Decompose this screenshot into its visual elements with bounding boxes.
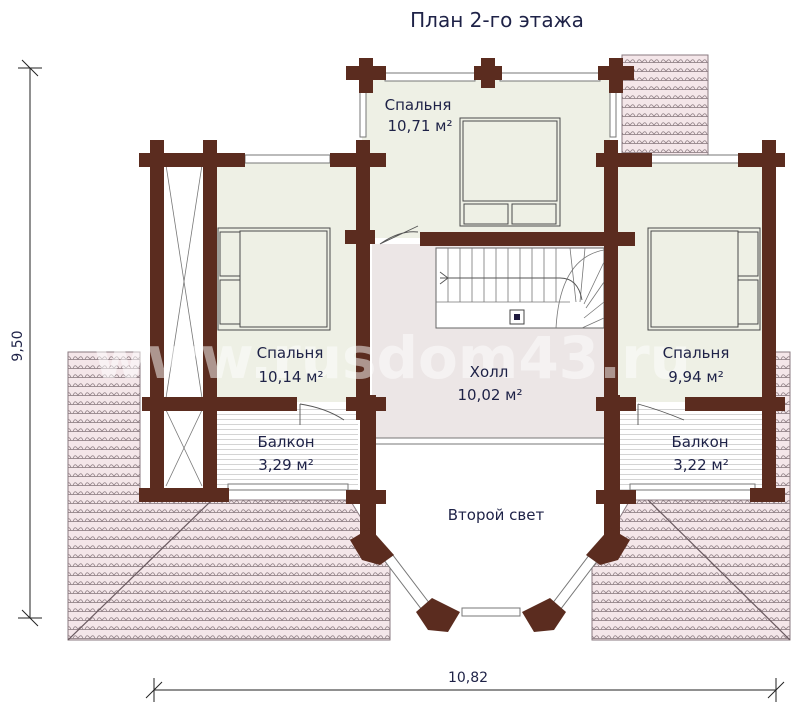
bed-top <box>459 117 561 227</box>
doors <box>299 225 685 425</box>
bed-right <box>647 227 761 331</box>
bed-left <box>217 227 331 331</box>
balcony-right-name: Балкон <box>671 433 728 451</box>
dimension-height <box>18 59 42 627</box>
staircase <box>435 247 605 329</box>
bedroom-left-name: Спальня <box>257 344 324 362</box>
balcony-left-area: 3,29 м² <box>258 456 314 474</box>
plan-title: План 2-го этажа <box>410 8 584 32</box>
hall-area: 10,02 м² <box>457 386 522 404</box>
windows <box>227 72 756 617</box>
left-corridor-floor <box>162 160 206 490</box>
balcony-right-floor <box>618 408 763 490</box>
bedroom-left-area: 10,14 м² <box>258 368 323 386</box>
bedroom-top-area: 10,71 м² <box>387 117 452 135</box>
chimney-roof <box>621 54 709 156</box>
left-void-cross <box>165 164 203 487</box>
dimension-width-label: 10,82 <box>448 670 488 686</box>
watermark: www.rusdom43.ru <box>93 324 691 392</box>
bedroom-top-name: Спальня <box>385 96 452 114</box>
dimension-height-label: 9,50 <box>10 330 26 361</box>
second-light-label: Второй свет <box>448 506 545 524</box>
bedroom-right-name: Спальня <box>663 344 730 362</box>
hall-name: Холл <box>470 363 509 381</box>
balcony-right-area: 3,22 м² <box>673 456 729 474</box>
balcony-left-floor <box>212 408 358 490</box>
walls <box>139 58 785 632</box>
dimension-width <box>145 678 785 702</box>
balcony-left-name: Балкон <box>257 433 314 451</box>
bedroom-right-area: 9,94 м² <box>668 368 724 386</box>
